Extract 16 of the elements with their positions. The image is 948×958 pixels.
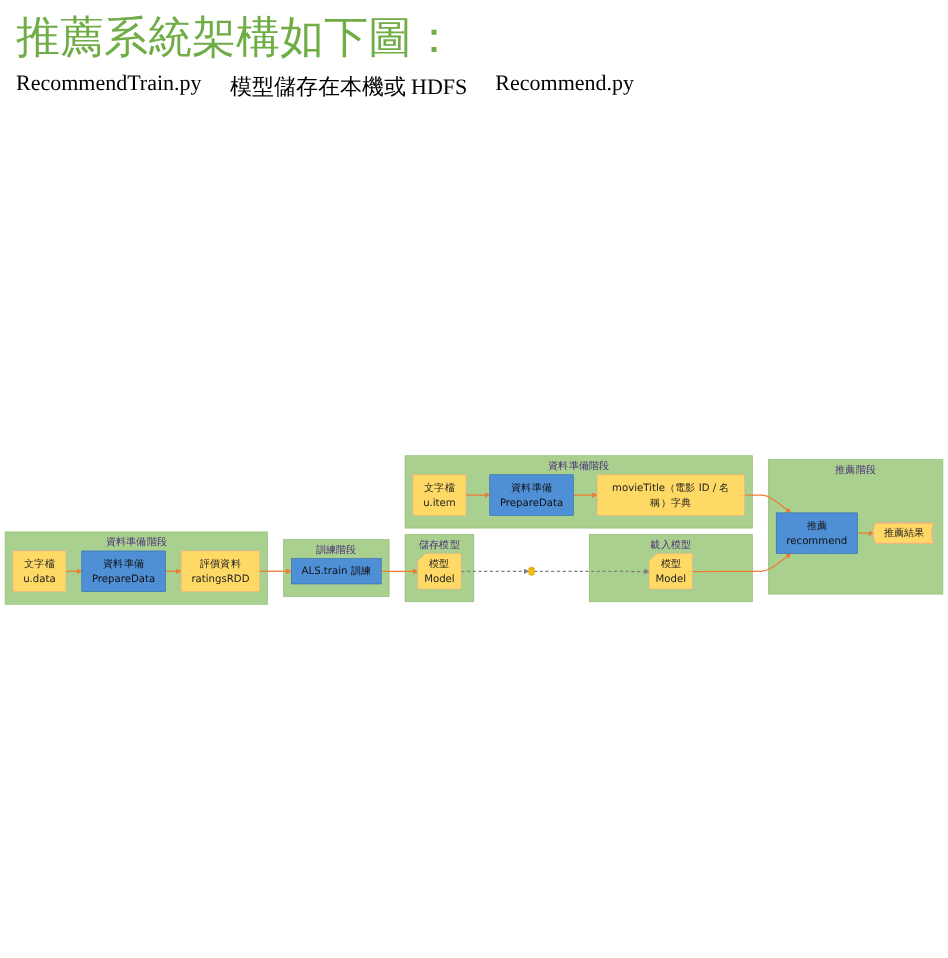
node-cylinder xyxy=(528,567,535,576)
file-name-label: RecommendTrain.py xyxy=(16,72,202,100)
arrow xyxy=(380,568,419,575)
arrow xyxy=(65,568,82,575)
arrow xyxy=(259,568,292,575)
arrow xyxy=(460,568,530,575)
arrow xyxy=(856,530,874,537)
file-name-label: Recommend.py xyxy=(495,72,635,100)
title: 推薦系統架構如下圖： xyxy=(14,12,458,68)
arrow xyxy=(692,553,792,573)
arrow xyxy=(572,492,598,498)
arrow xyxy=(743,494,792,514)
arrow xyxy=(533,568,650,575)
arrow xyxy=(164,568,182,575)
arrow xyxy=(465,492,490,498)
file-name-label: 模型儲存在本機或 HDFS xyxy=(229,74,468,102)
